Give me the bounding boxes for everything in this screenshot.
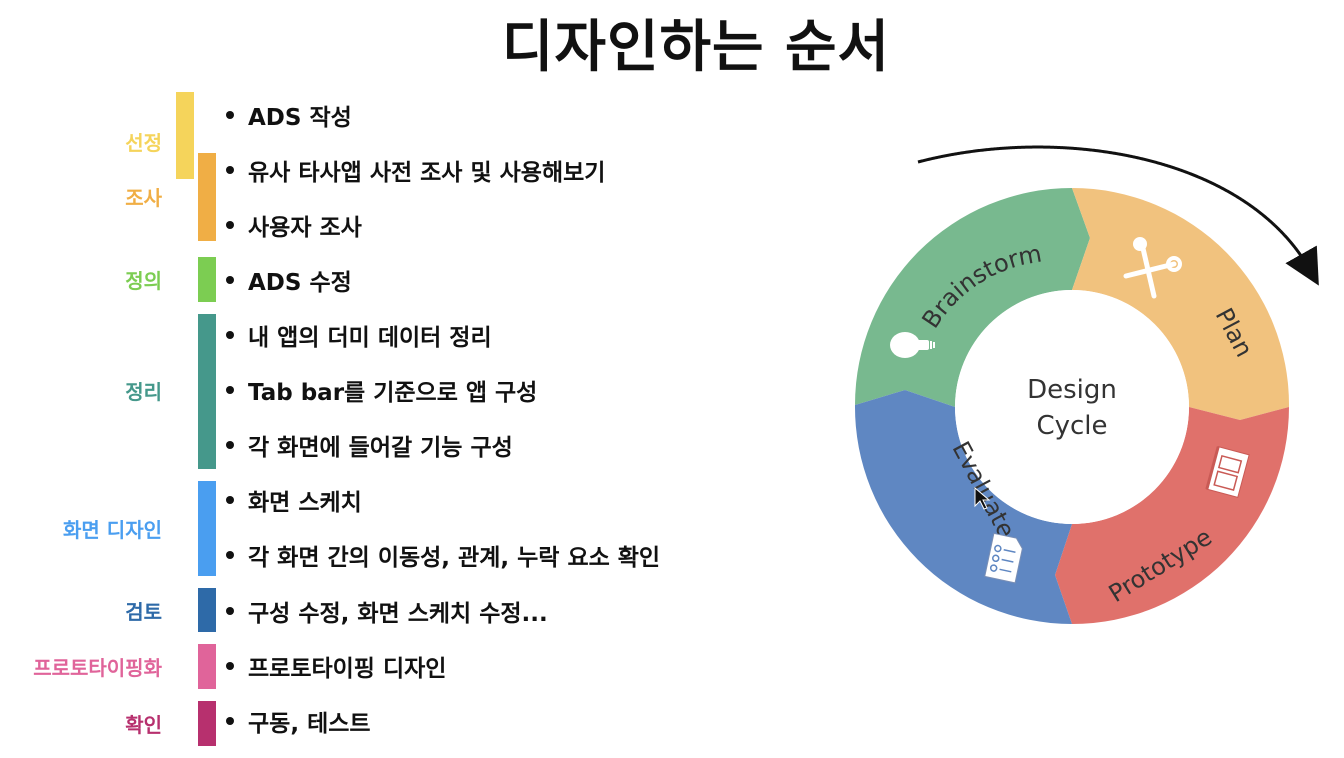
stage-bar-confirm — [198, 701, 216, 746]
stage-label-select: 선정 — [125, 131, 162, 155]
cycle-center-title-line1: Design — [1027, 375, 1117, 405]
cycle-arrow — [917, 145, 1319, 286]
bullet-icon — [226, 496, 234, 504]
bullet-icon — [226, 221, 234, 229]
tools-icon — [1123, 237, 1182, 299]
blueprint-icon — [1205, 445, 1250, 499]
list-item: 구동, 테스트 — [226, 704, 371, 738]
list-item: 프로토타이핑 디자인 — [226, 649, 446, 683]
stage-bar-screen-design — [198, 481, 216, 576]
stage-bar-organize — [198, 314, 216, 469]
stage-label-define: 정의 — [125, 269, 162, 293]
lightbulb-icon — [890, 332, 935, 358]
list-item: Tab bar를 기준으로 앱 구성 — [226, 373, 537, 407]
bullet-icon — [226, 386, 234, 394]
bullet-icon — [226, 441, 234, 449]
segment-plan — [1072, 188, 1290, 420]
list-item: ADS 작성 — [226, 98, 352, 132]
stage-bar-select — [176, 92, 194, 179]
list-item: 사용자 조사 — [226, 208, 362, 242]
bullet-icon — [226, 662, 234, 670]
stage-label-research: 조사 — [125, 186, 162, 210]
stage-label-organize: 정리 — [125, 380, 162, 404]
bullet-icon — [226, 551, 234, 559]
list-item: 내 앱의 더미 데이터 정리 — [226, 318, 492, 352]
stage-label-screen-design: 화면 디자인 — [63, 518, 162, 542]
list-item: 유사 타사앱 사전 조사 및 사용해보기 — [226, 153, 605, 187]
bullet-icon — [226, 111, 234, 119]
stage-bar-define — [198, 257, 216, 302]
bullet-icon — [226, 331, 234, 339]
bullet-icon — [226, 607, 234, 615]
stage-bar-research — [198, 153, 216, 241]
bullet-icon — [226, 166, 234, 174]
page-title: 디자인하는 순서 — [501, 15, 891, 80]
stage-label-review: 검토 — [125, 600, 162, 624]
stage-bar-prototyping — [198, 644, 216, 689]
stage-label-prototyping: 프로토타이핑화 — [33, 656, 162, 680]
bullet-icon — [226, 276, 234, 284]
list-item: 각 화면 간의 이동성, 관계, 누락 요소 확인 — [226, 538, 660, 572]
cycle-center-title-line2: Cycle — [1036, 411, 1107, 441]
list-item: 구성 수정, 화면 스케치 수정... — [226, 594, 548, 628]
stage-bar-review — [198, 588, 216, 632]
list-item: ADS 수정 — [226, 263, 352, 297]
stage-label-confirm: 확인 — [125, 713, 162, 737]
list-item: 각 화면에 들어갈 기능 구성 — [226, 428, 513, 462]
checklist-icon — [984, 532, 1023, 584]
bullet-icon — [226, 717, 234, 725]
list-item: 화면 스케치 — [226, 483, 362, 517]
mouse-cursor-icon — [974, 486, 991, 510]
